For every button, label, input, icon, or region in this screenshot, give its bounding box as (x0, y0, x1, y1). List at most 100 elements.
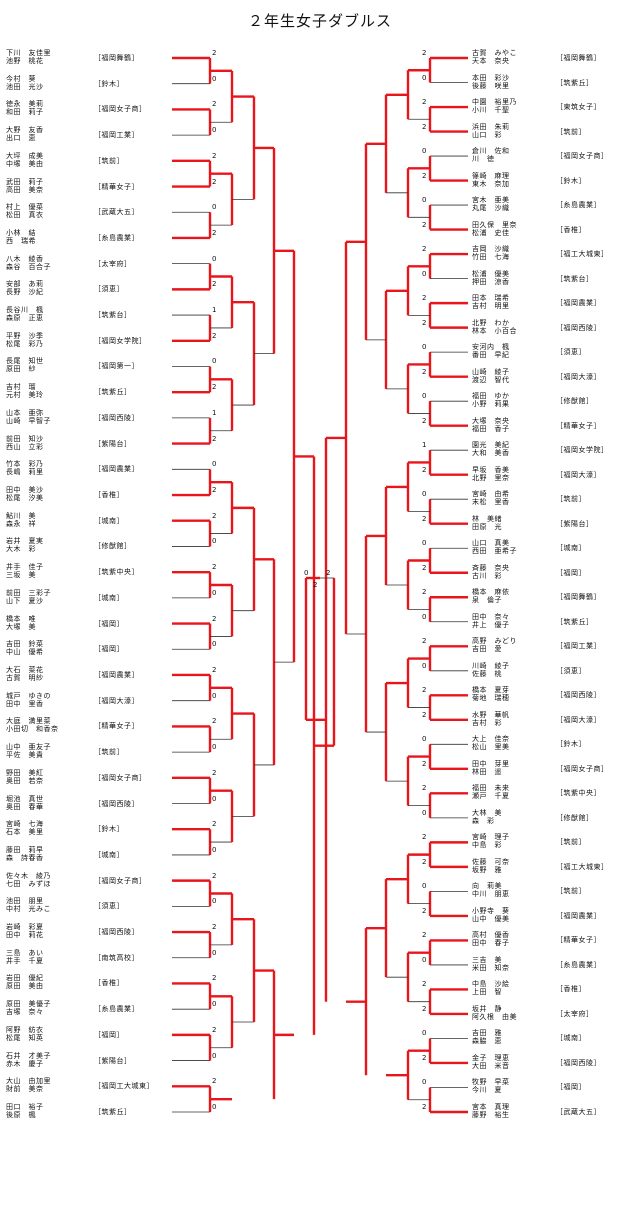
team-name: ［筑前］ (94, 748, 124, 757)
team-name: ［筑紫丘］ (556, 617, 594, 626)
team-name: ［南筑高校］ (94, 953, 139, 962)
game-score: 2 (422, 416, 427, 425)
player-name: 吉村 瑠 (6, 383, 36, 392)
game-score: 2 (212, 717, 217, 726)
player-name: 北野 わか (472, 318, 510, 327)
game-score: 0 (422, 269, 427, 278)
player-name: 中山 優希 (6, 648, 44, 657)
player-name: 今村 葵 (6, 74, 36, 83)
final-score-right: 2 (326, 569, 331, 577)
team-name: ［修猷館］ (556, 397, 594, 406)
game-score: 1 (212, 306, 217, 315)
game-score: 1 (422, 441, 427, 450)
player-name: 山中 亜友子 (6, 743, 51, 752)
team-name: ［福岡］ (556, 1083, 586, 1092)
game-score: 2 (422, 171, 427, 180)
game-score: 2 (422, 784, 427, 793)
team-name: ［福岡］ (94, 619, 124, 628)
team-name: ［筑前］ (556, 495, 586, 504)
player-name: 森脇 恵 (472, 1037, 502, 1046)
player-name: 山本 亜弥 (6, 408, 44, 417)
player-name: 米田 知奈 (472, 963, 510, 972)
team-name: ［香椎］ (556, 985, 586, 994)
player-name: 東木 奈加 (472, 179, 510, 188)
player-name: 末松 里香 (472, 498, 510, 507)
team-name: ［紫陽台］ (94, 1056, 132, 1065)
team-name: ［太宰府］ (556, 1009, 594, 1018)
team-name: ［福岡西陵］ (94, 413, 139, 422)
player-name: 大山 由加里 (6, 1077, 51, 1086)
player-name: 後原 楓 (6, 1111, 36, 1119)
player-name: 本田 彩沙 (472, 73, 510, 82)
game-score: 2 (422, 514, 427, 523)
team-name: ［福岡女子商］ (94, 876, 147, 885)
game-score: 2 (422, 245, 427, 254)
player-name: 岩崎 彩夏 (6, 923, 44, 932)
player-name: 瀬戸 千夏 (472, 792, 510, 801)
team-name: ［福岡女子商］ (94, 105, 147, 114)
player-name: 小田切 和香奈 (6, 725, 59, 734)
team-name: ［筑紫中央］ (94, 568, 139, 577)
player-name: 中村 光みこ (6, 905, 51, 914)
player-name: 山下 夏沙 (6, 596, 44, 605)
team-name: ［福岡農業］ (556, 911, 601, 920)
player-name: 竹本 彩乃 (6, 460, 44, 469)
team-name: ［筑紫台］ (94, 311, 132, 320)
player-name: 平野 沙季 (6, 331, 44, 340)
game-score: 2 (212, 151, 217, 160)
player-name: 宮本 真理 (472, 1103, 510, 1111)
player-name: 佐々木 綾乃 (6, 871, 51, 880)
player-name: 押田 涼香 (472, 277, 510, 286)
game-score: 2 (212, 511, 217, 520)
game-score: 0 (212, 357, 217, 366)
team-name: ［福岡大濠］ (94, 696, 139, 705)
game-score: 2 (422, 637, 427, 646)
player-name: 田中 美沙 (6, 486, 44, 495)
team-name: ［筑前］ (556, 838, 586, 847)
game-score: 2 (212, 280, 217, 289)
team-name: ［糸島農業］ (556, 201, 601, 210)
team-name: ［鈴木］ (94, 79, 124, 88)
game-score: 0 (212, 743, 217, 752)
game-score: 2 (422, 980, 427, 989)
player-name: 向 莉美 (472, 882, 502, 891)
player-name: 宮崎 由希 (472, 490, 510, 499)
game-score: 0 (212, 794, 217, 803)
player-name: 松尾 知英 (6, 1033, 44, 1042)
player-name: 池田 光沙 (6, 82, 44, 91)
player-name: 宮崎 七海 (6, 820, 44, 829)
team-name: ［須恵］ (94, 902, 124, 911)
team-name: ［須恵］ (94, 285, 124, 294)
player-name: 小野 莉果 (472, 400, 510, 409)
team-name: ［福岡］ (94, 1030, 124, 1039)
game-score: 2 (422, 906, 427, 915)
player-name: 井手 佳子 (6, 563, 44, 572)
team-name: ［太宰府］ (94, 259, 132, 268)
game-score: 2 (212, 665, 217, 674)
game-score: 2 (422, 686, 427, 695)
game-score: 0 (212, 1103, 217, 1111)
player-name: 田中 芽里 (472, 759, 510, 768)
player-name: 岩田 優紀 (6, 974, 44, 983)
game-score: 0 (422, 539, 427, 548)
game-score: 0 (422, 490, 427, 499)
game-score: 0 (422, 147, 427, 156)
player-name: 大上 佳奈 (472, 735, 510, 744)
player-name: 斉藤 奈央 (472, 563, 510, 572)
team-name: ［福岡西陵］ (94, 799, 139, 808)
player-name: 大田 米音 (472, 1061, 510, 1070)
player-name: 篠崎 麻理 (472, 171, 510, 180)
player-name: 中塚 美由 (6, 159, 44, 168)
game-score: 2 (212, 100, 217, 109)
team-name: ［紫陽台］ (94, 439, 132, 448)
game-score: 2 (422, 1103, 427, 1111)
team-name: ［須恵］ (556, 348, 586, 357)
game-score: 0 (422, 612, 427, 621)
team-name: ［福岡西陵］ (556, 323, 601, 332)
game-score: 0 (212, 1051, 217, 1060)
player-name: 菊地 瑞穂 (472, 694, 510, 703)
team-name: ［福岡農業］ (94, 465, 139, 474)
player-name: 池田 朋里 (6, 897, 44, 906)
player-name: 福田 ゆか (472, 392, 510, 401)
